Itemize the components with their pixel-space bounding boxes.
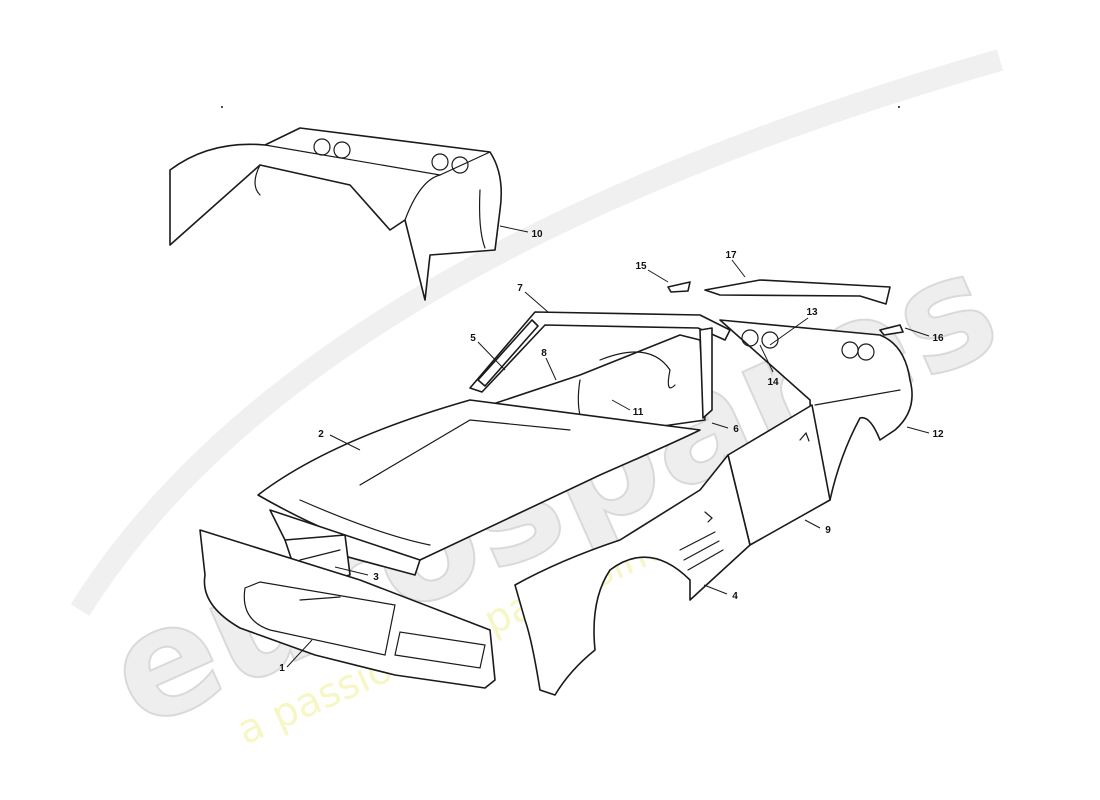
front-bumper bbox=[199, 529, 496, 689]
callout-5: 5 bbox=[470, 333, 476, 344]
callout-1: 1 bbox=[279, 663, 285, 674]
callout-17: 17 bbox=[725, 250, 737, 261]
callout-8: 8 bbox=[541, 348, 547, 359]
leader-lines bbox=[286, 225, 930, 668]
small-trim-left bbox=[667, 281, 691, 293]
callout-7: 7 bbox=[517, 283, 523, 294]
callout-10: 10 bbox=[531, 229, 543, 240]
callout-4: 4 bbox=[732, 591, 738, 602]
callout-9: 9 bbox=[825, 525, 831, 536]
stray-dot bbox=[898, 106, 900, 108]
callout-6: 6 bbox=[733, 424, 739, 435]
callout-12: 12 bbox=[932, 429, 944, 440]
callout-16: 16 bbox=[932, 333, 944, 344]
callout-labels: 1 2 3 4 5 6 7 8 9 10 11 12 13 14 15 16 1… bbox=[279, 229, 944, 674]
small-trim-right bbox=[879, 324, 904, 336]
watermark-swoosh bbox=[70, 49, 1004, 616]
rear-body-section bbox=[169, 127, 503, 301]
callout-3: 3 bbox=[373, 572, 379, 583]
tonneau-panel bbox=[704, 279, 891, 305]
windscreen-frame bbox=[469, 311, 731, 419]
callout-14: 14 bbox=[767, 377, 779, 388]
callout-15: 15 bbox=[635, 261, 647, 272]
stray-dot bbox=[221, 106, 223, 108]
front-wing bbox=[514, 454, 751, 696]
callout-13: 13 bbox=[806, 307, 818, 318]
rear-deck-and-wing bbox=[719, 319, 913, 501]
callout-2: 2 bbox=[318, 429, 324, 440]
callout-11: 11 bbox=[633, 407, 644, 418]
